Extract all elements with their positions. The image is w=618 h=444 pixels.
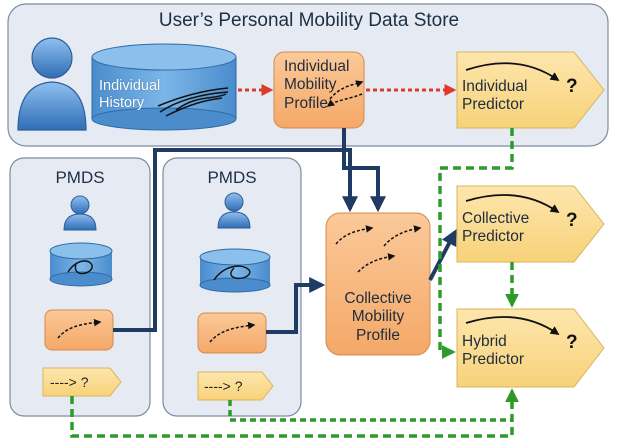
hybrid-predictor-question: ? xyxy=(566,332,578,353)
pmds-1-title: PMDS xyxy=(55,168,105,187)
collective-profile-label: Collective Mobility Profile xyxy=(344,290,412,344)
collective-predictor-question: ? xyxy=(566,210,578,231)
individual-predictor-question: ? xyxy=(566,76,578,97)
individual-mobility-profile-box xyxy=(273,51,365,129)
pmds-1-to-collective-arrow xyxy=(113,148,358,332)
individual-predictor-label: Individual Predictor xyxy=(462,78,528,114)
collective-predictor-shape xyxy=(456,185,605,263)
collective-predictor-curve xyxy=(465,194,560,214)
individual-history-cylinder xyxy=(91,43,237,131)
pmds-2-person-icon xyxy=(217,192,251,229)
individual-history-label: Individual History xyxy=(99,78,161,112)
individual-predictor-to-hybrid-arrow xyxy=(438,128,514,359)
individual-profile-label: Individual Mobility Profile xyxy=(284,58,350,112)
hybrid-predictor-label: Hybrid Predictor xyxy=(462,333,525,369)
collective-mobility-profile-box xyxy=(325,212,431,356)
pmds-2-title: PMDS xyxy=(207,168,257,187)
pmds-1-predictor-shape xyxy=(42,367,122,397)
pmds-1-cylinder xyxy=(49,242,113,287)
hybrid-predictor-shape xyxy=(456,308,605,388)
pmds-1-profile-box xyxy=(44,309,114,351)
pmds-predictors-to-hybrid-arrow xyxy=(70,388,519,438)
individual-predictor-shape xyxy=(456,51,605,129)
collective-profile-to-predictor-arrow xyxy=(428,229,457,281)
hybrid-predictor-curve xyxy=(465,316,560,336)
store-title: User’s Personal Mobility Data Store xyxy=(158,10,460,31)
pmds-panel-1 xyxy=(9,157,151,417)
user-person-icon xyxy=(17,37,87,131)
pmds-1-predictor-text: ----> ? xyxy=(50,374,89,390)
collective-predictor-label: Collective Predictor xyxy=(462,210,530,246)
pmds-2-cylinder xyxy=(199,248,271,293)
individual-predictor-curve xyxy=(465,62,560,82)
pmds-2-predictor-shape xyxy=(197,371,274,401)
pmds-2-to-collective-arrow xyxy=(266,277,326,334)
pmds-2-predictor-text: ----> ? xyxy=(204,378,243,394)
pmds-2-profile-box xyxy=(197,312,267,354)
pmds-1-person-icon xyxy=(63,195,97,231)
